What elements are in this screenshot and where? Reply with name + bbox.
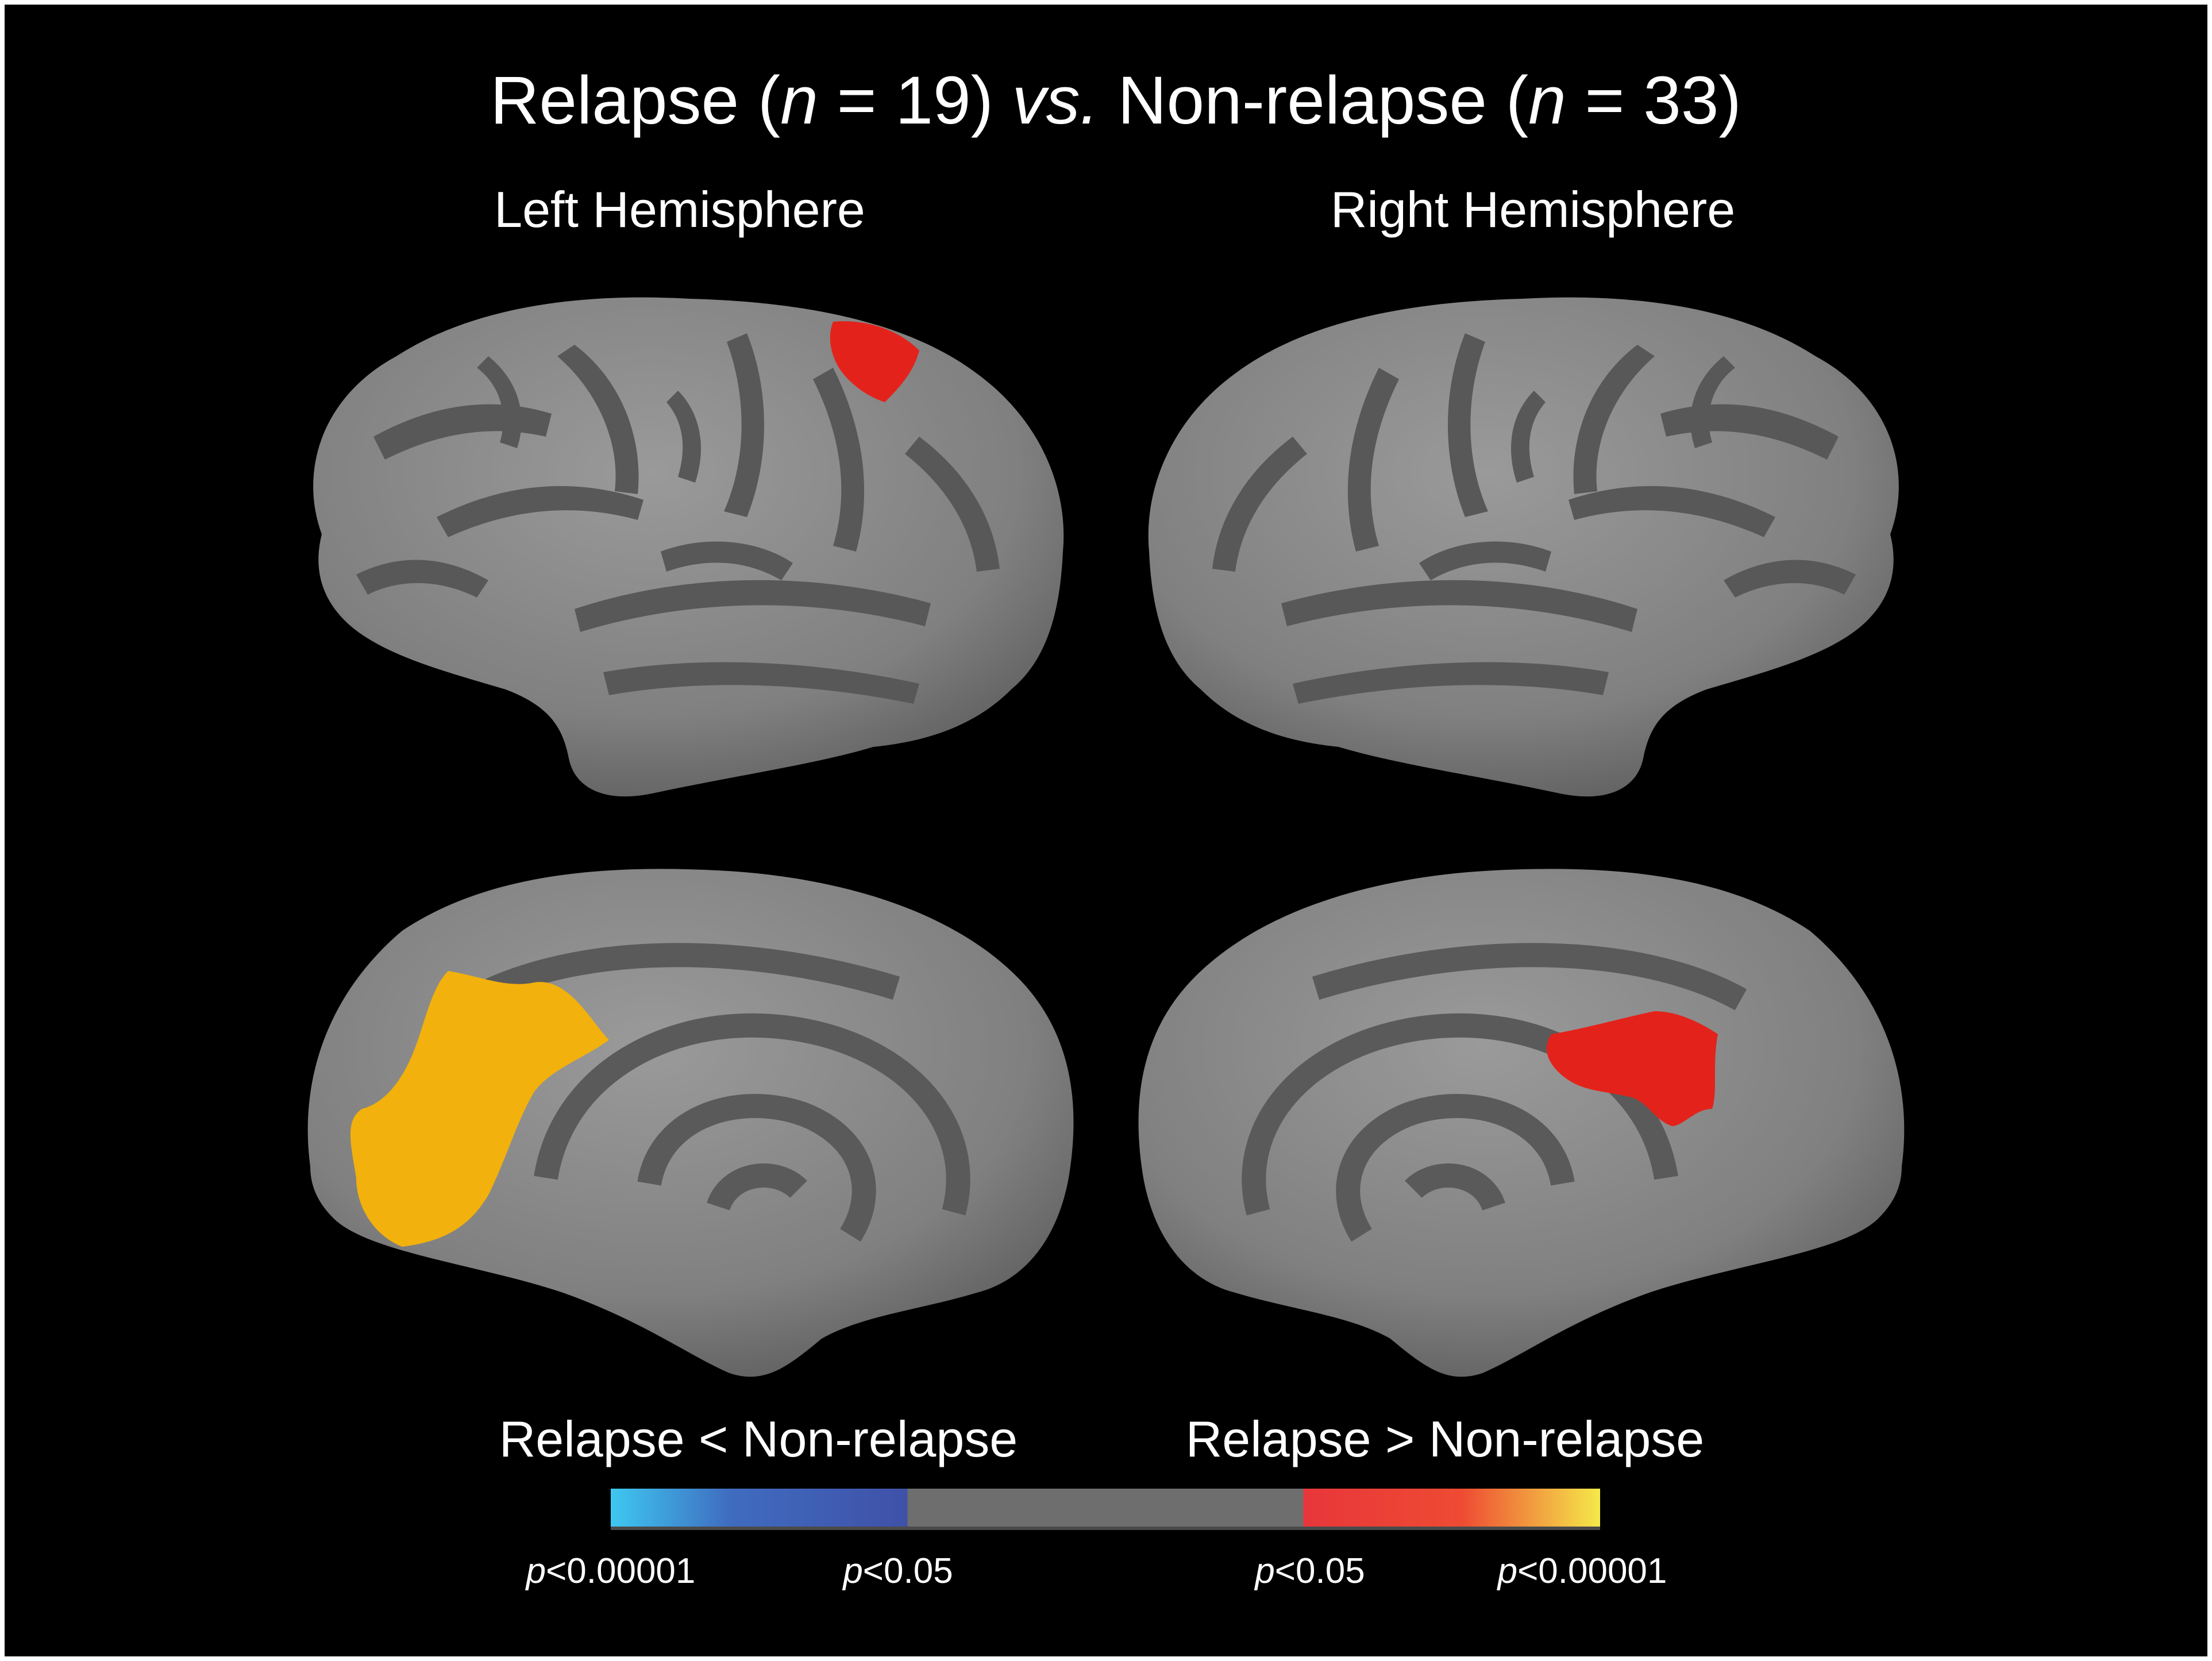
left-medial-yellow-cluster: [350, 971, 609, 1247]
tick-label-2: p<0.05: [842, 1551, 953, 1591]
colorbar-right-label: Relapse > Non-relapse: [1186, 1410, 1705, 1467]
right-lateral-sulci: [1212, 333, 1856, 704]
right-medial-brain: [1138, 869, 1905, 1377]
left-medial-brain: [307, 869, 1074, 1377]
right-hemisphere-label: Right Hemisphere: [1331, 181, 1735, 238]
right-lateral-brain: [1148, 297, 1899, 797]
tick-label-3: p<0.05: [1254, 1551, 1365, 1591]
left-lateral-brain: [313, 297, 1064, 797]
tick-label-1: p<0.00001: [525, 1551, 696, 1591]
colorbar: [611, 1489, 1600, 1529]
left-medial-sulci: [465, 943, 970, 1242]
figure-title: Relapse (n = 19) vs. Non-relapse (n = 33…: [490, 63, 1741, 138]
colorbar-left-label: Relapse < Non-relapse: [499, 1410, 1018, 1467]
figure-background: [5, 5, 2207, 1656]
left-lateral-red-cluster: [830, 321, 919, 402]
tick-label-4: p<0.00001: [1497, 1551, 1667, 1591]
left-lateral-sulci: [356, 333, 1000, 704]
left-hemisphere-label: Left Hemisphere: [494, 181, 865, 238]
colorbar-baseline: [611, 1527, 1600, 1530]
right-medial-red-cluster: [1546, 1011, 1718, 1126]
